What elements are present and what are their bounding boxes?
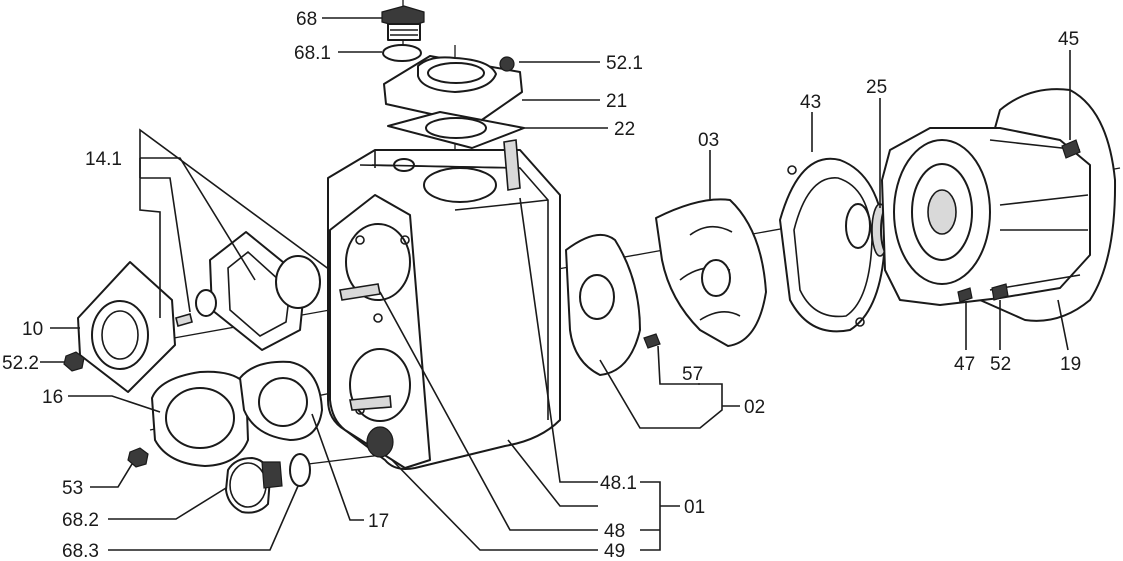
label-45: 45 — [1058, 29, 1079, 50]
motor-adapter-19 — [881, 88, 1117, 322]
label-22: 22 — [614, 119, 635, 140]
outlet-flange-21 — [383, 55, 523, 125]
impeller-03 — [655, 198, 767, 347]
o-ring-68-1 — [382, 44, 422, 62]
nut-53 — [127, 447, 149, 468]
label-68-2: 68.2 — [62, 510, 99, 531]
label-68-3: 68.3 — [62, 541, 99, 561]
label-48: 48 — [604, 521, 625, 542]
gasket-22 — [387, 111, 525, 149]
label-49: 49 — [604, 541, 625, 561]
label-03: 03 — [698, 130, 719, 151]
studs-48 — [339, 139, 521, 411]
label-10: 10 — [22, 319, 43, 340]
leader-lines — [40, 17, 1071, 551]
suction-flange-10 — [77, 261, 176, 393]
label-68-1: 68.1 — [294, 43, 331, 64]
label-53: 53 — [62, 478, 83, 499]
label-68: 68 — [296, 9, 317, 30]
o-ring-68-3 — [289, 453, 311, 487]
label-47: 47 — [954, 354, 975, 375]
label-57: 57 — [682, 364, 703, 385]
label-17: 17 — [368, 511, 389, 532]
screw-57 — [643, 333, 661, 349]
label-52: 52 — [990, 354, 1011, 375]
label-01: 01 — [684, 497, 705, 518]
plug-68-2 — [225, 457, 283, 514]
label-21: 21 — [606, 91, 627, 112]
label-16: 16 — [42, 387, 63, 408]
plug-68 — [381, 5, 425, 41]
label-02: 02 — [744, 397, 765, 418]
bolt-52 — [991, 283, 1009, 301]
bolt-45 — [1061, 139, 1081, 159]
label-14-1: 14.1 — [85, 149, 122, 170]
valve-disc — [195, 255, 321, 317]
label-19: 19 — [1060, 354, 1081, 375]
bolt-small — [175, 313, 193, 327]
cover-16 — [151, 370, 249, 467]
label-48-1: 48.1 — [600, 473, 637, 494]
nut-47 — [957, 287, 973, 303]
label-43: 43 — [800, 92, 821, 113]
label-52-1: 52.1 — [606, 53, 643, 74]
wear-plate-02 — [565, 233, 641, 376]
label-52-2: 52.2 — [2, 353, 39, 374]
nut-52-2 — [63, 351, 85, 372]
label-25: 25 — [866, 77, 887, 98]
pump-housing-01 — [327, 149, 561, 470]
gasket-43 — [779, 157, 886, 333]
gasket-17 — [239, 360, 323, 441]
